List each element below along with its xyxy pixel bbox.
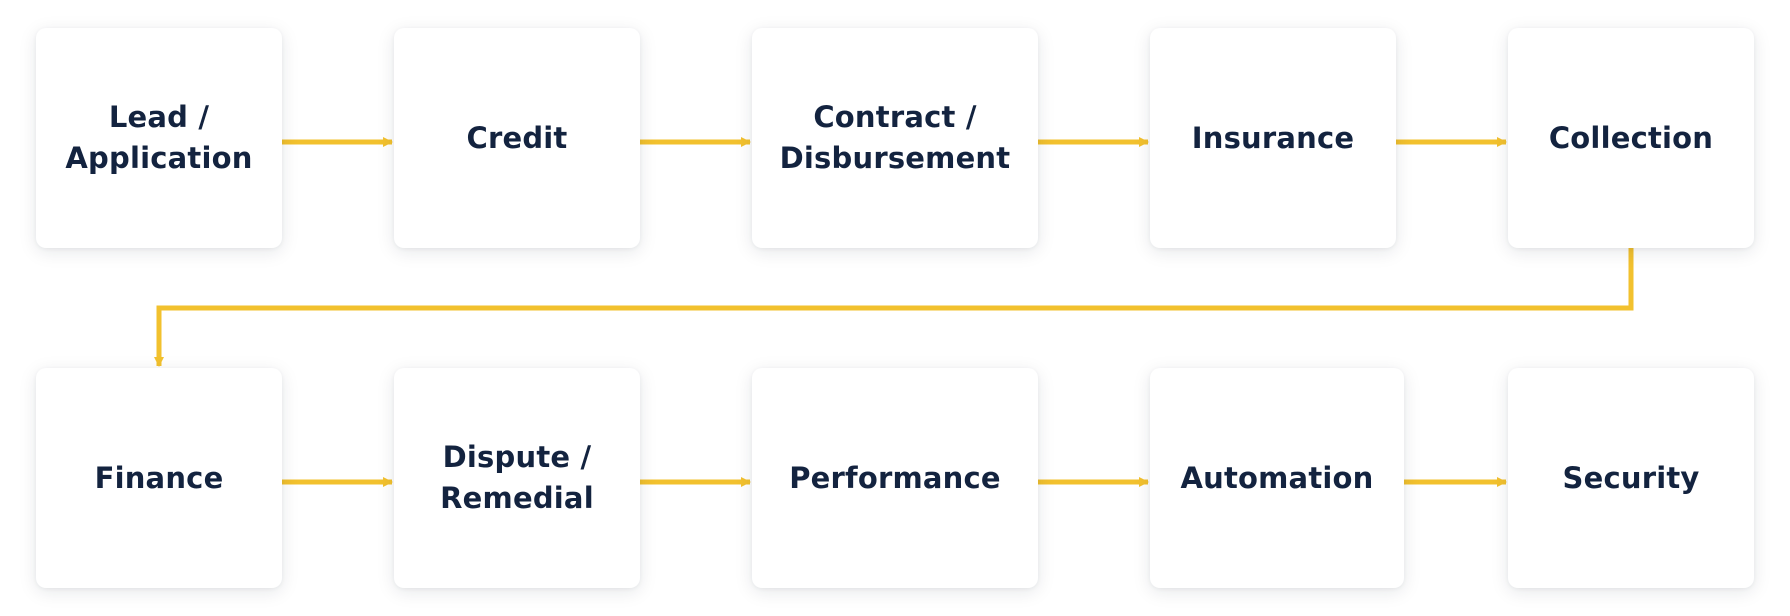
step-label: Dispute / Remedial [440, 440, 594, 515]
step-finance: Finance [36, 368, 282, 588]
step-label: Finance [94, 460, 224, 495]
step-label: Insurance [1191, 120, 1355, 155]
step-label: Lead / Application [65, 100, 253, 175]
step-dispute-remedial: Dispute / Remedial [394, 368, 640, 588]
step-performance: Performance [752, 368, 1038, 588]
step-label: Automation [1180, 460, 1374, 495]
step-insurance: Insurance [1150, 28, 1396, 248]
arrow-collection-to-finance [154, 248, 1634, 367]
step-security: Security [1508, 368, 1754, 588]
step-credit: Credit [394, 28, 640, 248]
step-lead-application: Lead / Application [36, 28, 282, 248]
step-label: Credit [466, 120, 568, 155]
step-label: Collection [1548, 120, 1714, 155]
step-contract-disbursement: Contract / Disbursement [752, 28, 1038, 248]
step-label: Contract / Disbursement [779, 100, 1011, 175]
step-collection: Collection [1508, 28, 1754, 248]
step-label: Security [1562, 460, 1700, 495]
step-automation: Automation [1150, 368, 1404, 588]
step-label: Performance [789, 460, 1001, 495]
